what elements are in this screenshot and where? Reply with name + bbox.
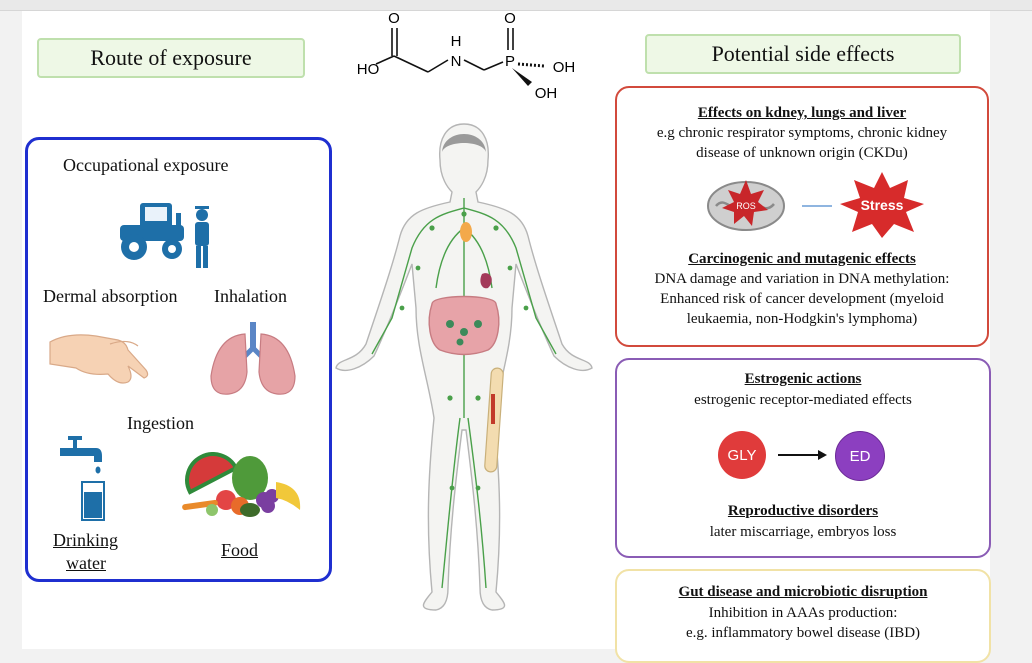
- molecule-atom-n: N: [451, 53, 462, 70]
- tractor-farmer-icon: [120, 203, 209, 268]
- carcinogenic-effects-line1: DNA damage and variation in DNA methylat…: [654, 271, 950, 287]
- gut-disease-line1: Inhibition in AAAs production:: [708, 605, 898, 621]
- molecule-atom-o1: O: [388, 10, 400, 27]
- drinking-water-label-line2: water: [66, 553, 106, 573]
- molecule-atom-h: H: [451, 33, 462, 50]
- ros-stress-graphic: ROS Stress: [707, 172, 924, 238]
- kidney-effects-line1: e.g chronic respirator symptoms, chronic…: [656, 125, 948, 141]
- ingestion-label: Ingestion: [127, 413, 194, 433]
- gut-disease-heading: Gut disease and microbiotic disruption: [678, 584, 928, 600]
- inhalation-label: Inhalation: [214, 286, 287, 306]
- carcinogenic-effects-line2: Enhanced risk of cancer development (mye…: [660, 291, 944, 307]
- glyphosate-molecule: O HO H N O P OH OH: [357, 10, 576, 102]
- molecule-atom-oh2: OH: [535, 85, 558, 102]
- lungs-icon: [210, 322, 296, 395]
- drinking-water-label-line1: Drinking: [53, 530, 118, 550]
- reproductive-disorders-heading: Reproductive disorders: [727, 503, 879, 519]
- route-of-exposure-title: Route of exposure: [37, 38, 305, 78]
- kidney-effects-line2: disease of unknown origin (CKDu): [696, 145, 908, 161]
- water-tap-icon: [60, 436, 105, 521]
- potential-side-effects-title: Potential side effects: [645, 34, 961, 74]
- estrogenic-actions-line1: estrogenic receptor-mediated effects: [694, 392, 912, 408]
- stress-label: Stress: [861, 197, 904, 213]
- ros-burst-icon: [722, 180, 768, 226]
- kidney-effects-heading: Effects on kdney, lungs and liver: [697, 105, 907, 121]
- ros-label: ROS: [736, 201, 756, 211]
- kidney-carcinogenic-effects-box: [615, 86, 989, 347]
- fruits-vegetables-icon: [182, 452, 301, 517]
- carcinogenic-effects-line3: leukaemia, non-Hodgkin's lymphoma): [686, 311, 918, 327]
- molecule-atom-p: P: [505, 53, 515, 70]
- molecule-atom-ho: HO: [357, 61, 380, 78]
- carcinogenic-effects-heading: Carcinogenic and mutagenic effects: [688, 251, 916, 267]
- ed-circle: ED: [835, 431, 885, 481]
- molecule-atom-o2: O: [504, 10, 516, 27]
- gly-circle: GLY: [718, 431, 766, 479]
- human-body-illustration: [335, 123, 593, 611]
- molecule-atom-oh1: OH: [553, 59, 576, 76]
- occupational-exposure-label: Occupational exposure: [63, 155, 229, 175]
- stress-burst-icon: [840, 172, 924, 238]
- estrogenic-reproductive-box: [615, 358, 991, 558]
- gut-disease-line2: e.g. inflammatory bowel disease (IBD): [685, 625, 921, 641]
- reproductive-disorders-line1: later miscarriage, embryos loss: [709, 524, 897, 540]
- arrow-right-icon: [778, 450, 827, 460]
- food-label: Food: [221, 540, 259, 560]
- hand-icon: [49, 334, 149, 384]
- browser-top-strip: [0, 0, 1032, 11]
- dermal-absorption-label: Dermal absorption: [43, 286, 178, 306]
- estrogenic-actions-heading: Estrogenic actions: [744, 371, 862, 387]
